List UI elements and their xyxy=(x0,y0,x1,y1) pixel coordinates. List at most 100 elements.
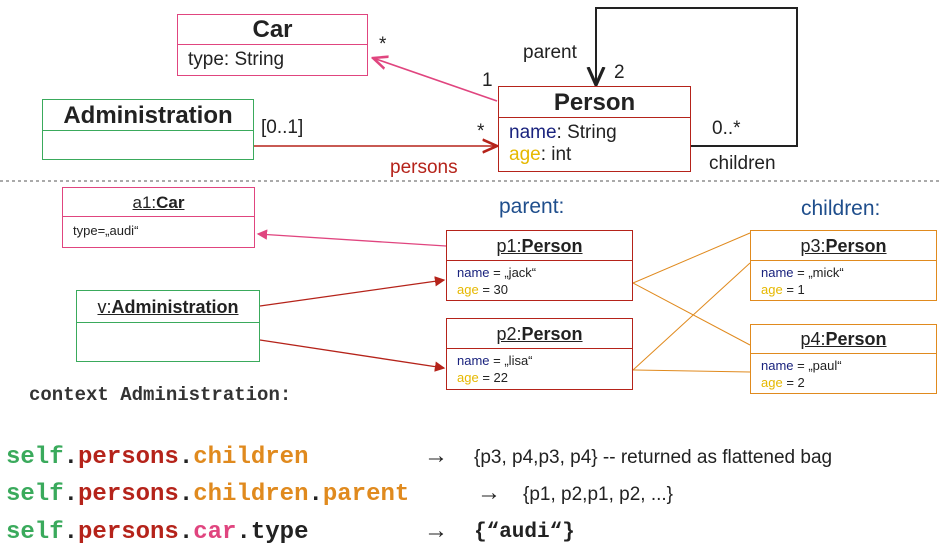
v-administration-object-header: v:Administration xyxy=(77,291,259,323)
p4-name-value: = „paul“ xyxy=(793,358,842,373)
p1-a1-link xyxy=(256,229,447,247)
expr3-dot-3: . xyxy=(236,519,251,546)
car-class: Car type: String xyxy=(177,14,368,76)
expr2-children: children xyxy=(193,481,309,508)
parent-multiplicity: 2 xyxy=(614,62,625,83)
expr2-persons: persons xyxy=(78,481,179,508)
children-role-label: children xyxy=(709,153,776,174)
expr3-self: self xyxy=(6,519,64,546)
p2-name-key: name xyxy=(457,353,490,368)
ocl-expression-3: self.persons.car.type xyxy=(6,519,308,546)
p4-name-attr: name = „paul“ xyxy=(751,354,936,374)
a1-type-attr: type=„audi“ xyxy=(73,223,139,238)
person-name-attr: name: String xyxy=(499,118,690,144)
p4-header: p4:Person xyxy=(751,325,936,354)
expr2-dot-3: . xyxy=(308,481,323,508)
car-class-name: Car xyxy=(178,15,367,45)
p4-id: p4: xyxy=(800,329,826,349)
expr3-dot: . xyxy=(63,519,79,546)
person-class-name: Person xyxy=(499,87,690,118)
p1-name-value: = „jack“ xyxy=(489,265,537,280)
p1-p3-link xyxy=(632,232,751,284)
v-id: v: xyxy=(97,297,112,317)
p1-name-key: name xyxy=(457,265,490,280)
children-heading: children: xyxy=(801,197,881,220)
p3-name-key: name xyxy=(761,265,794,280)
person-age-type: : int xyxy=(540,144,572,165)
expr1-dot: . xyxy=(63,444,79,471)
expr3-arrow: → xyxy=(424,517,448,544)
expr3-car: car xyxy=(193,519,237,546)
persons-multiplicity-star: * xyxy=(477,121,485,142)
a1-class: Car xyxy=(156,193,185,212)
p4-age-value: = 2 xyxy=(782,375,805,390)
p2-p3-link xyxy=(632,262,751,371)
expr1-dot-2: . xyxy=(178,444,194,471)
car-multiplicity-one: 1 xyxy=(482,70,493,91)
expr3-type: type xyxy=(250,519,309,546)
expr2-arrow: → xyxy=(477,479,501,506)
expr1-persons: persons xyxy=(78,444,179,471)
expr2-dot: . xyxy=(63,481,79,508)
a1-id: a1: xyxy=(132,193,157,212)
children-multiplicity: 0..* xyxy=(712,118,741,139)
p3-class: Person xyxy=(825,236,887,256)
car-class-attr: type: String xyxy=(188,49,285,70)
p3-age-value: = 1 xyxy=(782,282,805,297)
parent-heading: parent: xyxy=(499,195,565,218)
p3-age-key: age xyxy=(761,282,783,297)
expr3-result: {“audi“} xyxy=(474,521,575,544)
p3-age-attr: age = 1 xyxy=(751,281,936,298)
p1-age-value: = 30 xyxy=(478,282,508,297)
p4-person-object: p4:Person name = „paul“ age = 2 xyxy=(750,324,937,394)
car-person-association xyxy=(373,58,498,102)
person-age-key: age xyxy=(509,144,541,165)
p4-name-key: name xyxy=(761,358,794,373)
p1-header: p1:Person xyxy=(447,231,632,261)
admin-multiplicity-range: [0..1] xyxy=(261,117,304,138)
p1-class: Person xyxy=(521,236,583,256)
persons-role-label: persons xyxy=(390,157,458,178)
p3-object-id: p3:Person xyxy=(800,236,886,256)
expr2-dot-2: . xyxy=(178,481,194,508)
person-class: Person name: String age: int xyxy=(498,86,691,172)
a1-car-object: a1:Car type=„audi“ xyxy=(62,187,255,248)
p3-id: p3: xyxy=(800,236,826,256)
person-age-attr: age: int xyxy=(499,144,690,166)
p1-id: p1: xyxy=(496,236,522,256)
expr3-persons: persons xyxy=(78,519,179,546)
p2-name-attr: name = „lisa“ xyxy=(447,349,632,369)
p2-p4-link xyxy=(632,369,751,373)
expr2-parent: parent xyxy=(322,481,410,508)
ocl-expression-2: self.persons.children.parent xyxy=(6,481,409,508)
expr1-self: self xyxy=(6,444,64,471)
p3-name-value: = „mick“ xyxy=(793,265,844,280)
person-name-type: : String xyxy=(556,122,617,143)
v-class: Administration xyxy=(111,297,239,317)
car-multiplicity-star: * xyxy=(379,34,387,55)
p1-age-key: age xyxy=(457,282,479,297)
p1-person-object: p1:Person name = „jack“ age = 30 xyxy=(446,230,633,301)
person-name-key: name xyxy=(509,122,557,143)
p4-age-key: age xyxy=(761,375,783,390)
v-object-id: v:Administration xyxy=(97,297,238,317)
parent-role-label: parent xyxy=(523,42,577,63)
administration-class-name: Administration xyxy=(43,100,253,131)
p4-age-attr: age = 2 xyxy=(751,374,936,391)
v-p1-link xyxy=(259,276,446,307)
ocl-context: context Administration: xyxy=(29,384,292,406)
p2-object-id: p2:Person xyxy=(496,324,582,344)
p2-header: p2:Person xyxy=(447,319,632,349)
expr1-arrow: → xyxy=(424,442,448,469)
p2-person-object: p2:Person name = „lisa“ age = 22 xyxy=(446,318,633,390)
p3-header: p3:Person xyxy=(751,231,936,261)
expr1-result: {p3, p4,p3, p4} -- returned as flattened… xyxy=(474,447,833,468)
p2-age-value: = 22 xyxy=(478,370,508,385)
expr2-self: self xyxy=(6,481,64,508)
administration-class: Administration xyxy=(42,99,254,160)
p3-person-object: p3:Person name = „mick“ age = 1 xyxy=(750,230,937,301)
p3-name-attr: name = „mick“ xyxy=(751,261,936,281)
p2-class: Person xyxy=(521,324,583,344)
ocl-expression-1: self.persons.children xyxy=(6,444,308,471)
